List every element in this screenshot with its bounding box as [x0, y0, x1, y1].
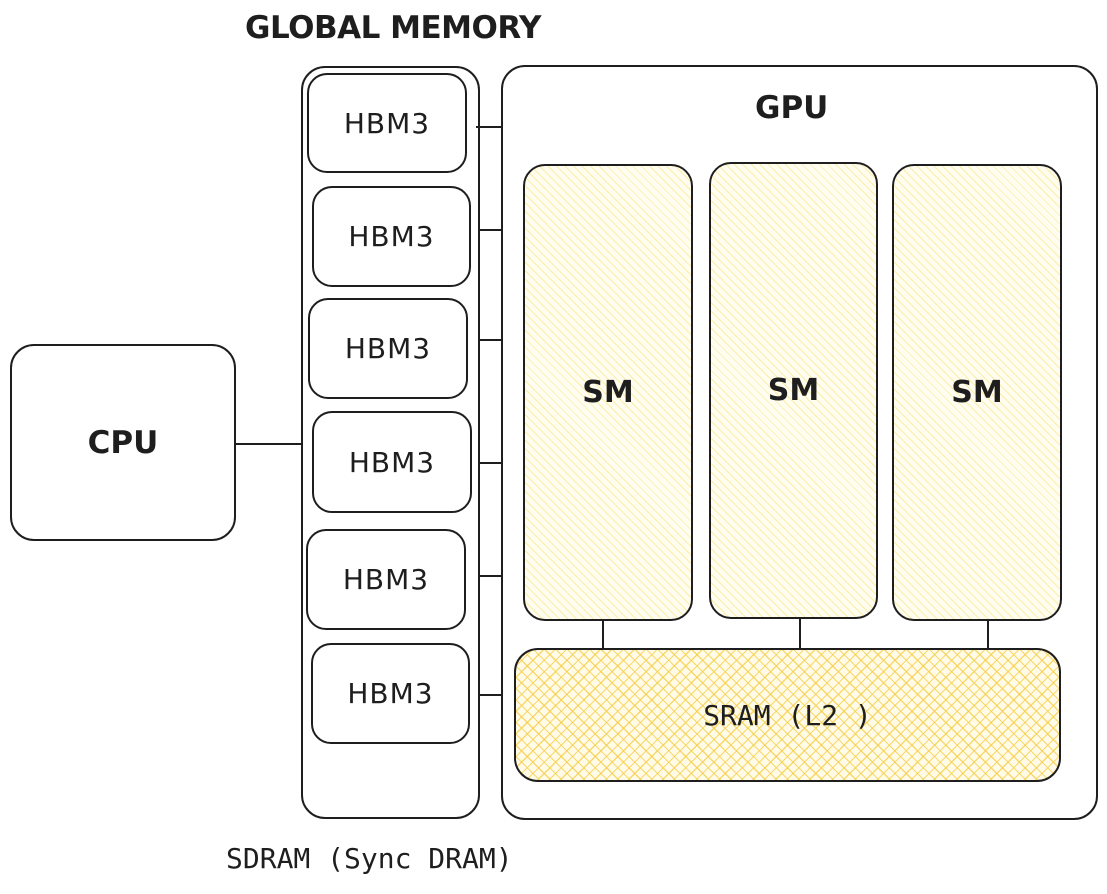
memory-gpu-connector: [480, 229, 501, 231]
cpu-box: CPU: [10, 344, 236, 541]
memory-gpu-connector: [480, 575, 501, 577]
hbm3-module: HBM3: [308, 298, 468, 399]
sm-block: SM: [709, 162, 878, 619]
gpu-label: GPU: [755, 90, 829, 126]
sm-block: SM: [892, 164, 1062, 621]
memory-gpu-connector: [476, 126, 501, 128]
sm-sram-connector: [602, 621, 604, 648]
sdram-caption: SDRAM (Sync DRAM): [226, 842, 513, 875]
sm-sram-connector: [987, 621, 989, 648]
hbm3-module: HBM3: [312, 186, 471, 287]
hbm3-module: HBM3: [311, 643, 470, 744]
sm-sram-connector: [799, 619, 801, 648]
sram-l2-cache: SRAM (L2 ): [514, 648, 1061, 782]
hbm3-module: HBM3: [312, 411, 472, 513]
memory-gpu-connector: [480, 339, 501, 341]
hbm3-module: HBM3: [307, 73, 467, 173]
memory-gpu-connector: [480, 694, 501, 696]
hbm3-module: HBM3: [306, 529, 466, 630]
memory-gpu-connector: [480, 462, 501, 464]
cpu-memory-connector: [236, 443, 302, 445]
sm-block: SM: [523, 164, 693, 621]
global-memory-title: GLOBAL MEMORY: [245, 10, 541, 46]
